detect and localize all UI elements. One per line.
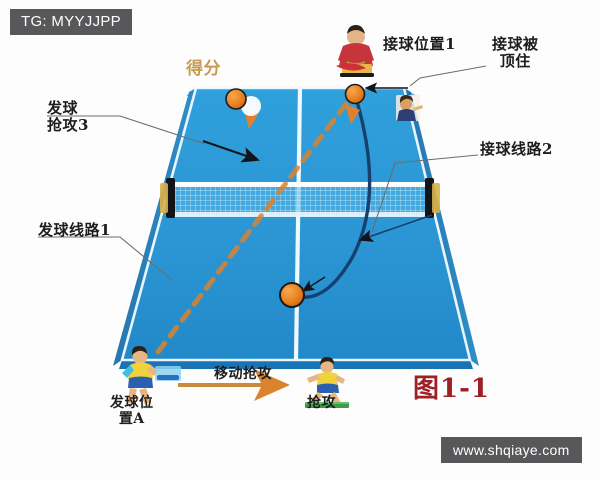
- label-serve-position-a: 发球位 置A: [110, 395, 154, 428]
- attack-arrow-left: [202, 140, 260, 163]
- label-serve-attack-3: 发球 抢攻3: [47, 99, 89, 135]
- figure-caption: 图1-1: [413, 374, 490, 404]
- label-receive-position-1: 接球位置1: [383, 35, 456, 53]
- return-arrow: [358, 214, 433, 242]
- label-receive-line-2: 接球线路2: [480, 140, 553, 158]
- leader-lines: [38, 65, 487, 281]
- ball-score: [225, 88, 261, 116]
- center-arrow: [301, 276, 326, 292]
- return-path-line: [294, 93, 372, 299]
- player-attacking: [305, 357, 349, 408]
- player-red: [338, 25, 374, 77]
- ball-center: [279, 282, 305, 308]
- label-serve-line-1: 发球线路1: [38, 221, 111, 239]
- paddle-swoosh: [336, 63, 366, 71]
- label-attack: 抢攻: [307, 395, 336, 411]
- label-score: 得分: [186, 59, 221, 79]
- site-watermark: www.shqiaye.com: [441, 437, 582, 463]
- ball-receive: [344, 83, 366, 105]
- table-surface: [113, 86, 479, 369]
- label-receive-blocked: 接球被 顶住: [492, 35, 539, 71]
- net: [160, 178, 440, 218]
- label-move-attack: 移动抢攻: [214, 366, 272, 382]
- telegram-tag: TG: MYYJJPP: [10, 9, 132, 35]
- bounce-marker-right: [345, 104, 360, 124]
- player-small: [396, 95, 423, 121]
- player-serving: [122, 346, 181, 409]
- serve-path-line: [155, 93, 355, 355]
